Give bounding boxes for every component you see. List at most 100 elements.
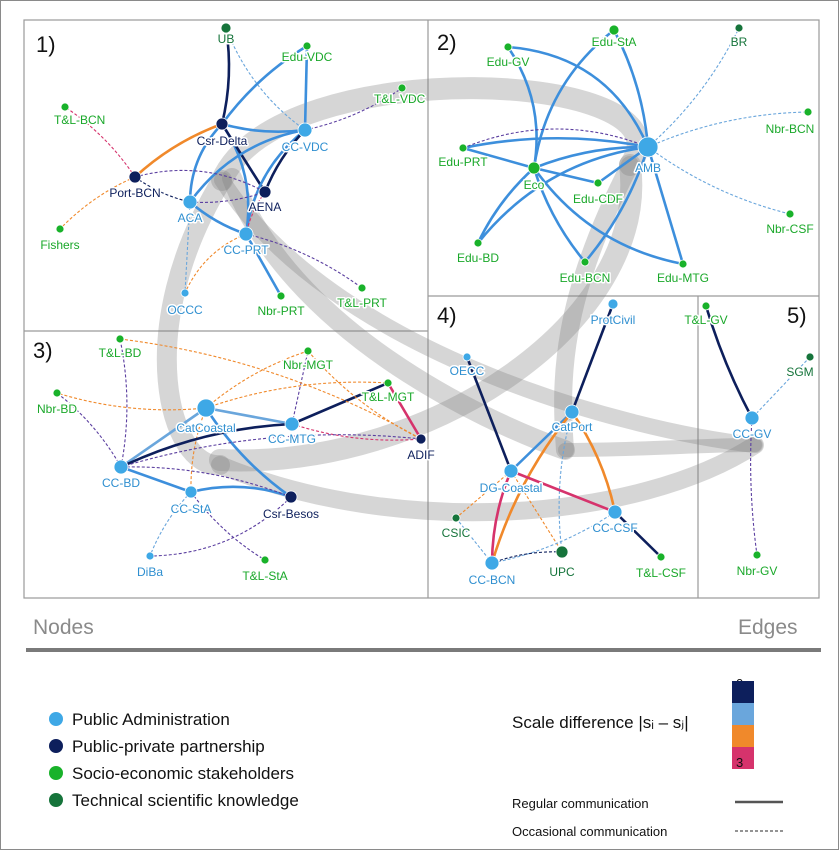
node-label-sgm: SGM xyxy=(786,365,813,379)
edge-csic-cc-bcn xyxy=(455,517,493,564)
node-label-tandl-csf: T&L-CSF xyxy=(636,566,686,580)
node-nbr-bd xyxy=(52,388,62,398)
edge-cc-mtg-adif xyxy=(291,423,422,441)
scale-swatch-2 xyxy=(732,725,754,747)
node-protcivil xyxy=(607,298,619,310)
node-tandl-bcn xyxy=(60,102,70,112)
node-label-edu-mtg: Edu-MTG xyxy=(657,271,709,285)
edge-catport-cc-bcn xyxy=(490,411,574,564)
legend-dot-public-private-partnership xyxy=(49,739,63,753)
scale-swatch-3 xyxy=(732,747,754,769)
edge-catcoastal-cc-bd xyxy=(120,406,207,469)
node-cc-gv xyxy=(744,410,760,426)
scale-swatch-1 xyxy=(732,703,754,725)
node-label-tandl-vdc: T&L-VDC xyxy=(374,92,426,106)
node-label-cc-prt: CC-PRT xyxy=(223,243,269,257)
edge-eco-edu-bcn xyxy=(532,167,586,263)
node-label-cc-mtg: CC-MTG xyxy=(268,432,316,446)
node-edu-cdf xyxy=(593,178,603,188)
node-cc-bd xyxy=(113,459,129,475)
node-label-nbr-bd: Nbr-BD xyxy=(37,402,77,416)
panel-number-4: 4) xyxy=(437,303,457,328)
edge-port-bcn-t&l-bcn xyxy=(64,106,136,178)
node-label-cc-bd: CC-BD xyxy=(102,476,140,490)
node-category-legend: Public Administration Public-private par… xyxy=(49,710,299,810)
node-label-upc: UPC xyxy=(549,565,575,579)
node-sgm xyxy=(805,352,815,362)
scale-difference-legend: Scale difference |sᵢ – sⱼ| 0 3 xyxy=(512,676,754,770)
node-label-port-bcn: Port-BCN xyxy=(109,186,160,200)
edge-catcoastal-nbr-bd xyxy=(56,392,207,411)
edge-amb-br xyxy=(647,27,740,148)
node-label-eco: Eco xyxy=(524,178,545,192)
edge-cc-gv-nbr-gv xyxy=(750,417,758,556)
node-fishers xyxy=(55,224,65,234)
node-tandl-vdc xyxy=(397,83,407,93)
edge-catcoastal-nbr-mgt xyxy=(205,350,309,409)
node-label-edu-prt: Edu-PRT xyxy=(438,155,488,169)
edge-t&l-mgt-adif xyxy=(386,382,423,440)
node-upc xyxy=(555,545,569,559)
edge-csr-delta-aca xyxy=(188,123,223,203)
edge-type-legend: Regular communication Occasional communi… xyxy=(512,796,783,839)
edge-eco-edu-mtg xyxy=(532,167,684,266)
node-ub xyxy=(220,22,232,34)
node-label-occc: OCCC xyxy=(167,303,203,317)
node-label-cc-bcn: CC-BCN xyxy=(469,573,516,587)
node-label-edu-bd: Edu-BD xyxy=(457,251,499,265)
node-label-nbr-mgt: Nbr-MGT xyxy=(283,358,334,372)
node-label-edu-gv: Edu-GV xyxy=(487,55,530,69)
legend-label-public-private-partnership: Public-private partnership xyxy=(72,737,265,756)
node-nbr-mgt xyxy=(303,346,313,356)
edge-edu-vdc-csr-delta xyxy=(220,44,308,125)
node-aena xyxy=(258,185,272,199)
legend-dot-socio-economic xyxy=(49,766,63,780)
node-catcoastal xyxy=(196,398,216,418)
edge-t&l-gv-cc-gv xyxy=(704,305,754,419)
node-label-amb: AMB xyxy=(635,161,661,175)
nodes xyxy=(52,22,815,571)
node-label-br: BR xyxy=(731,35,748,49)
edge-t&l-bd-adif xyxy=(119,338,422,440)
node-label-tandl-bd: T&L-BD xyxy=(99,346,142,360)
edge-dg-coastal-upc xyxy=(510,470,563,553)
node-label-cc-vdc: CC-VDC xyxy=(282,140,329,154)
node-label-catcoastal: CatCoastal xyxy=(176,421,235,435)
node-label-adif: ADIF xyxy=(407,448,434,462)
edge-protcivil-catport xyxy=(570,303,615,413)
node-edu-vdc xyxy=(302,41,312,51)
edge-edu-prt-amb xyxy=(462,128,649,149)
node-label-nbr-csf: Nbr-CSF xyxy=(766,222,813,236)
edge-cc-sta-t&l-sta xyxy=(190,491,266,561)
node-tandl-sta xyxy=(260,555,270,565)
edge-cc-csf-cc-bcn xyxy=(491,511,616,564)
panel-number-1: 1) xyxy=(36,32,56,57)
edge-catport-upc xyxy=(558,411,573,553)
edge-ub-csr-delta xyxy=(220,27,231,125)
legend-dot-technical-scientific xyxy=(49,793,63,807)
node-edu-bcn xyxy=(580,257,590,267)
node-aca xyxy=(182,194,198,210)
edge-amb-eco xyxy=(533,145,649,170)
node-nbr-prt xyxy=(276,291,286,301)
edge-cc-vdc-cc-prt xyxy=(244,128,306,235)
node-edu-bd xyxy=(473,238,483,248)
edge-cc-vdc-t&l-vdc xyxy=(304,87,403,131)
edge-cc-sta-diba xyxy=(149,491,192,557)
edge-cc-bd-adif xyxy=(120,434,422,468)
node-label-protcivil: ProtCivil xyxy=(591,313,636,327)
node-label-csic: CSIC xyxy=(442,526,471,540)
legend-label-socio-economic: Socio-economic stakeholders xyxy=(72,764,294,783)
node-br xyxy=(734,23,744,33)
node-csr-delta xyxy=(215,117,229,131)
node-oecc xyxy=(462,352,472,362)
node-tandl-mgt xyxy=(383,378,393,388)
edge-cc-bd-cc-mtg xyxy=(120,422,293,469)
edge-catcoastal-t&l-mgt xyxy=(205,381,389,409)
edge-eco-edu-bd xyxy=(476,167,535,244)
regular-communication-label: Regular communication xyxy=(512,796,649,811)
nodes-header: Nodes xyxy=(33,616,94,639)
node-cc-vdc xyxy=(297,122,313,138)
scale-swatch-0 xyxy=(732,681,754,703)
node-label-cc-sta: CC-StA xyxy=(171,502,212,516)
